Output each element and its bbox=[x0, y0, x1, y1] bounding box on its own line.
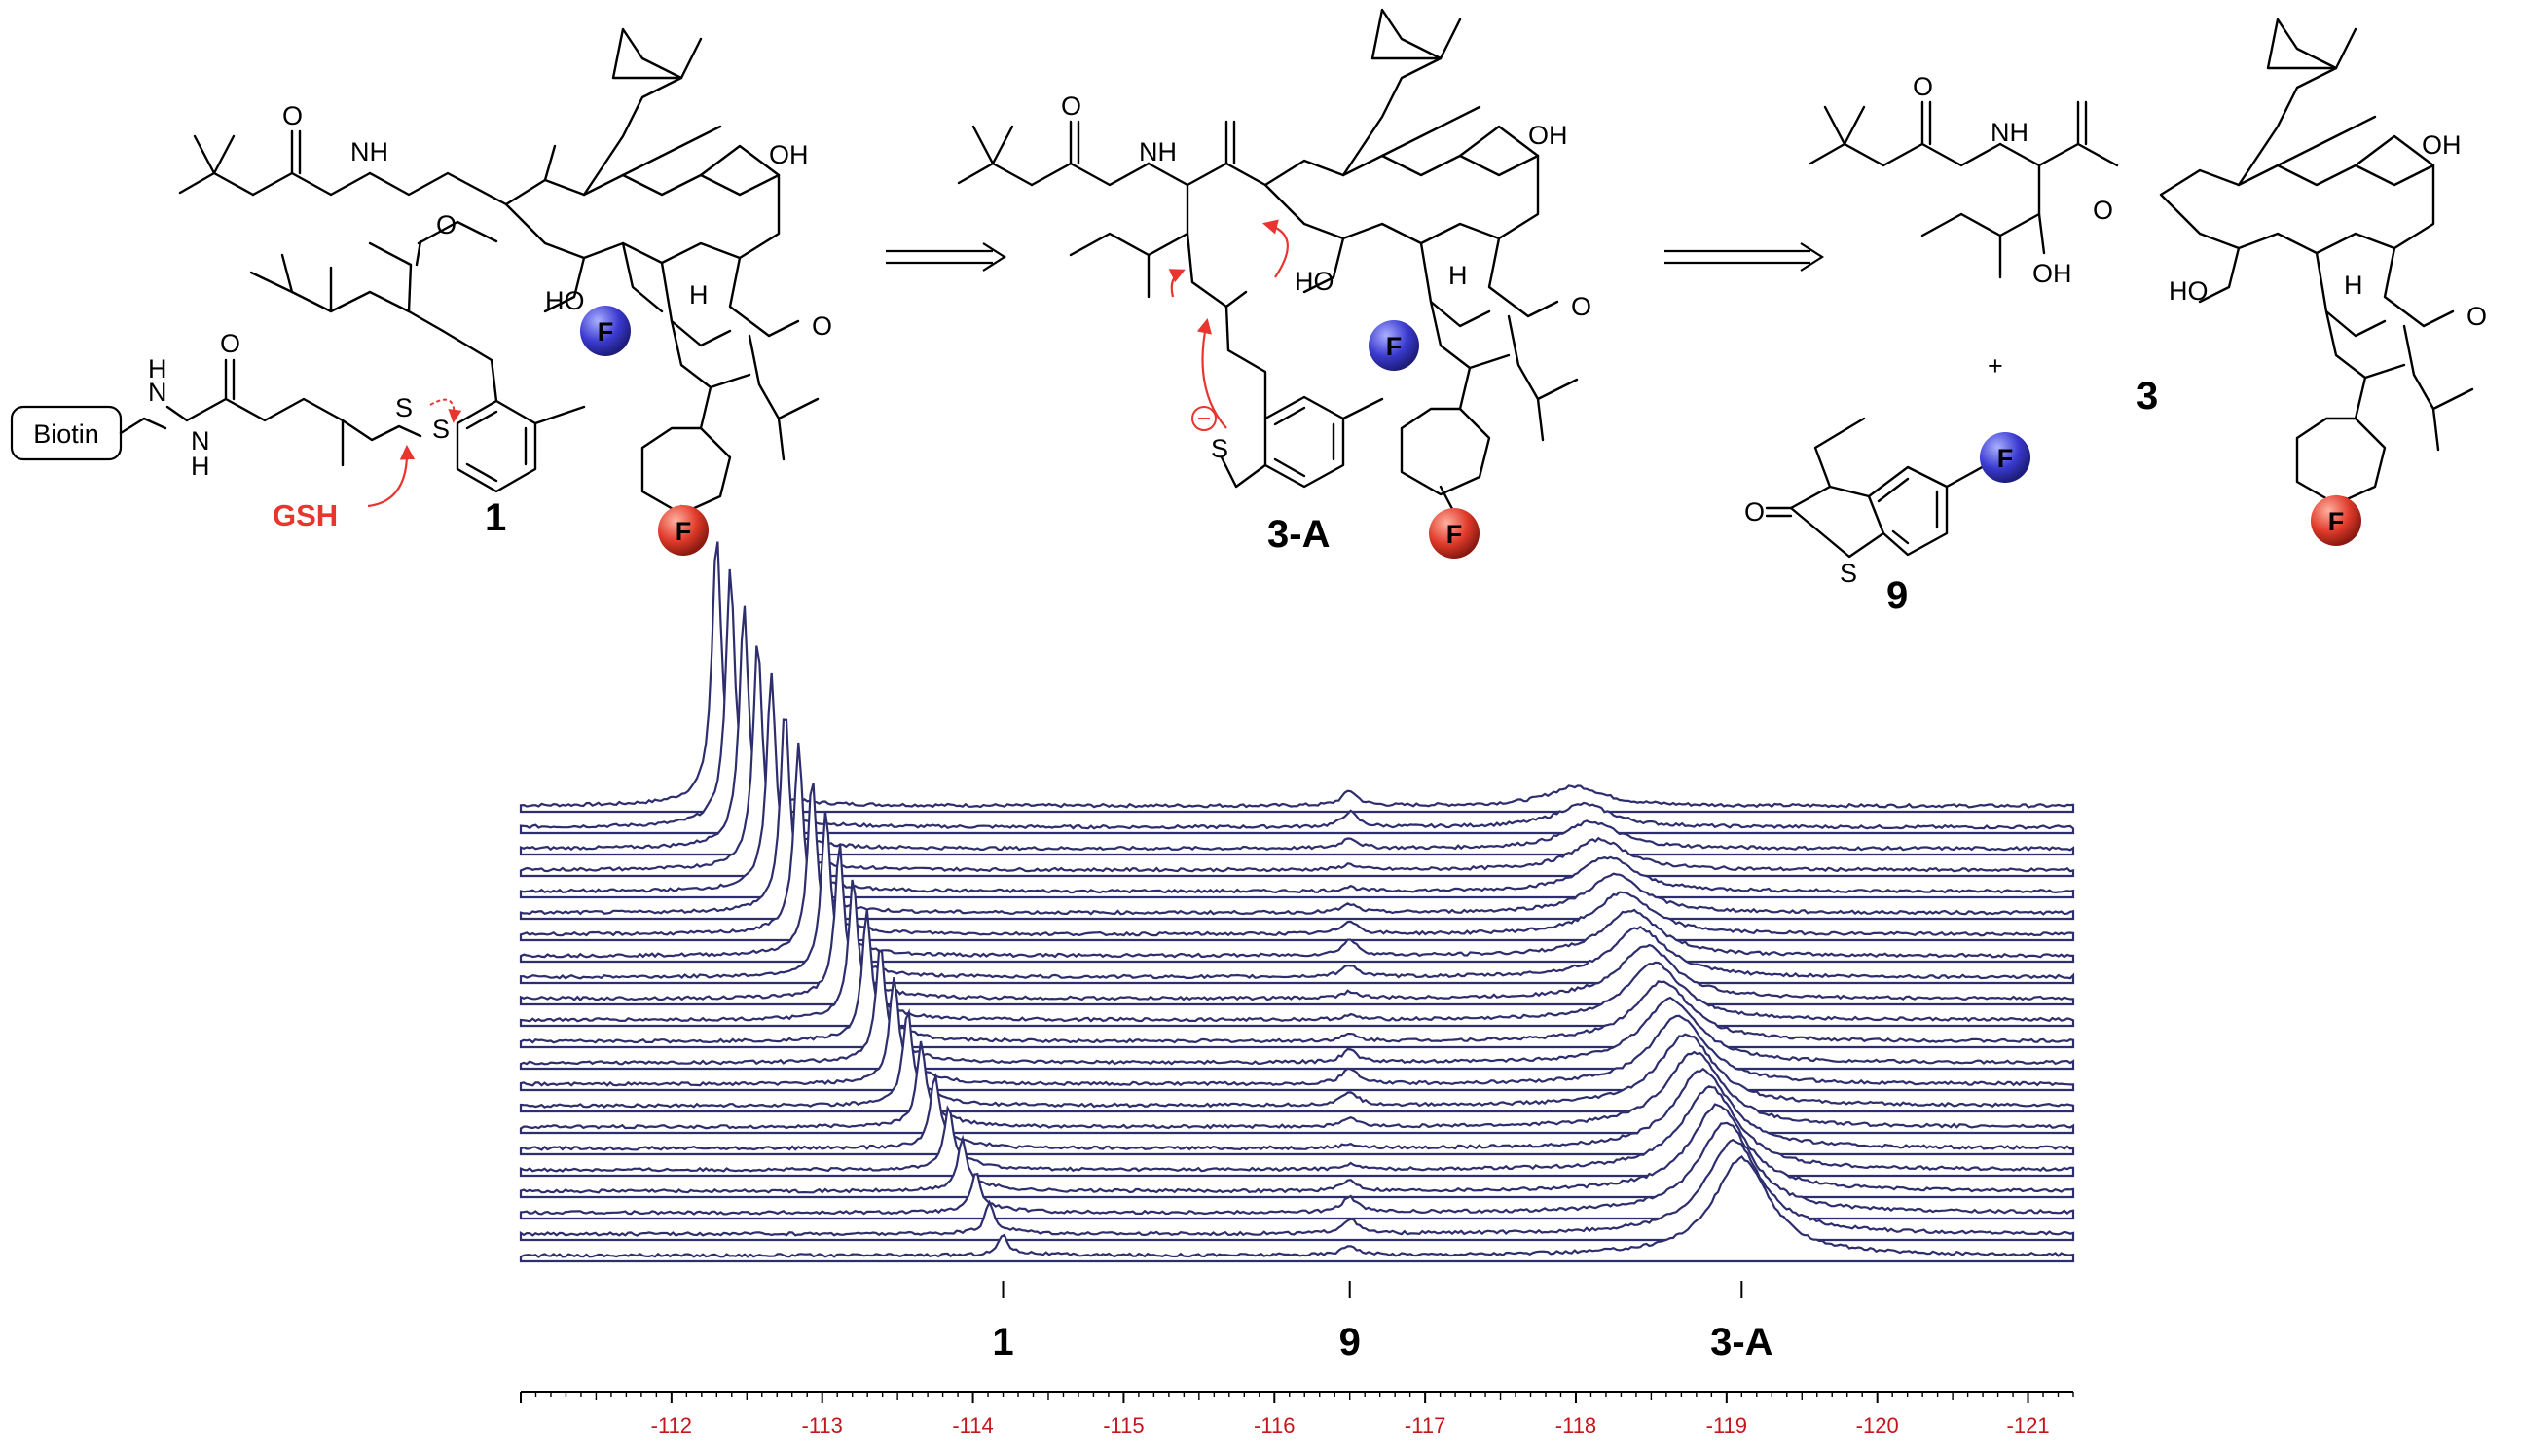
axis-tick-label: -113 bbox=[802, 1413, 843, 1438]
reaction-arrow-2 bbox=[1664, 242, 1825, 272]
fluorine-badge-red-3: F bbox=[2311, 495, 2361, 546]
axis-tick-label: -112 bbox=[651, 1413, 692, 1438]
axis-tick-label: -118 bbox=[1555, 1413, 1596, 1438]
biotin-label: Biotin bbox=[33, 419, 99, 449]
fluorine-label: F bbox=[2328, 507, 2345, 536]
peak-label-1: 1 bbox=[992, 1321, 1013, 1364]
boc-o-3A: O bbox=[1061, 91, 1081, 121]
spectrum-trace bbox=[519, 645, 2075, 878]
spectrum-traces bbox=[519, 541, 2075, 1263]
thiolate-s-3A: S bbox=[1211, 434, 1228, 463]
h-1: H bbox=[689, 280, 709, 309]
ester-o-3: O bbox=[2093, 196, 2113, 225]
boc-o-3: O bbox=[1913, 72, 1933, 101]
compound-3A-structure: NH O S OH HO H O bbox=[957, 8, 1591, 526]
hydrazide-n2: N bbox=[191, 426, 210, 455]
peak-markers: 1 9 3-A bbox=[992, 1281, 1773, 1364]
fluorine-badge-blue-1: F bbox=[580, 306, 631, 356]
spectrum-trace bbox=[519, 1138, 2075, 1242]
fluorine-label: F bbox=[1997, 444, 2014, 473]
fluorine-badge-blue-3A: F bbox=[1369, 320, 1419, 371]
peak-label-9: 9 bbox=[1339, 1321, 1361, 1364]
axis-tick-label: -116 bbox=[1254, 1413, 1295, 1438]
peak-label-3-A: 3-A bbox=[1710, 1321, 1772, 1364]
ester-o-1: O bbox=[436, 210, 457, 239]
gsh-label: GSH bbox=[273, 498, 338, 532]
hydrazide-n1: N bbox=[148, 378, 167, 407]
axis-tick-label: -121 bbox=[2007, 1413, 2050, 1438]
compound-label-3A: 3-A bbox=[1267, 513, 1330, 556]
compound-label-1: 1 bbox=[485, 496, 506, 539]
axis-tick-label: -114 bbox=[952, 1413, 993, 1438]
fluorine-badge-blue-9: F bbox=[1980, 432, 2030, 483]
fluorine-badge-red-1: F bbox=[658, 505, 709, 556]
spectrum-trace bbox=[519, 1121, 2075, 1220]
h-3: H bbox=[2344, 271, 2363, 300]
spectrum-trace bbox=[519, 811, 2075, 985]
oh-side-3: OH bbox=[2032, 259, 2072, 288]
oh-top-1: OH bbox=[769, 140, 809, 169]
boc-nh-3A: NH bbox=[1139, 137, 1177, 166]
fluorine-label: F bbox=[1446, 520, 1463, 549]
axis-tick-label: -115 bbox=[1103, 1413, 1144, 1438]
spectrum-trace bbox=[519, 783, 2075, 964]
fluorine-badge-red-3A: F bbox=[1429, 508, 1480, 559]
compound-9-structure: O S bbox=[1744, 417, 1988, 588]
oh-top-3A: OH bbox=[1528, 121, 1568, 150]
boc-nh-1: NH bbox=[350, 137, 388, 166]
spectrum-trace bbox=[519, 718, 2075, 921]
spectrum-trace bbox=[519, 948, 2075, 1071]
carbonyl-o-linker: O bbox=[220, 329, 240, 358]
oh-top-3: OH bbox=[2422, 130, 2462, 160]
o-oxetane-3A: O bbox=[1571, 292, 1591, 321]
plus-sign: + bbox=[1988, 351, 2003, 381]
fluorine-label: F bbox=[1386, 332, 1403, 361]
disulfide-s2: S bbox=[432, 415, 450, 444]
o-oxetane-1: O bbox=[812, 311, 832, 341]
spectrum-trace bbox=[519, 976, 2075, 1092]
spectrum-trace bbox=[519, 844, 2075, 1006]
reaction-arrow-1 bbox=[886, 242, 1007, 272]
fluorine-label: F bbox=[676, 517, 692, 546]
spectrum-trace bbox=[519, 879, 2075, 1028]
boc-o-1: O bbox=[282, 101, 303, 130]
o-oxetane-3: O bbox=[2466, 302, 2487, 331]
spectrum-trace bbox=[519, 1154, 2075, 1263]
compound-1-structure: N H N H O S S GSH NH O bbox=[119, 27, 832, 545]
axis-tick-label: -119 bbox=[1706, 1413, 1747, 1438]
ppm-axis: -112 -113 -114 -115 -116 -117 -118 -119 -120 -121 bbox=[520, 1391, 2074, 1438]
compound-label-3: 3 bbox=[2137, 375, 2158, 418]
reaction-scheme: Biotin N H N H O S S GSH bbox=[10, 8, 2487, 617]
compound-3-structure: NH O OH O OH HO H O bbox=[1809, 18, 2487, 506]
compound-label-9: 9 bbox=[1886, 574, 1908, 617]
ho-1: HO bbox=[545, 286, 585, 315]
axis-tick-label: -117 bbox=[1405, 1413, 1445, 1438]
disulfide-s1: S bbox=[395, 393, 413, 422]
h-3A: H bbox=[1448, 261, 1468, 290]
thiolactone-o-9: O bbox=[1744, 497, 1765, 527]
hydrazide-h1: H bbox=[148, 354, 167, 383]
thiolactone-s-9: S bbox=[1840, 559, 1857, 588]
biotin-tag: Biotin bbox=[10, 405, 123, 461]
fluorine-label: F bbox=[598, 317, 614, 346]
hydrazide-h2: H bbox=[191, 452, 210, 481]
spectrum-trace bbox=[519, 742, 2075, 942]
spectrum-trace bbox=[519, 1103, 2075, 1199]
ho-3A: HO bbox=[1295, 267, 1334, 296]
axis-tick-label: -120 bbox=[1856, 1413, 1899, 1438]
ho-3: HO bbox=[2169, 276, 2209, 306]
boc-nh-3: NH bbox=[1991, 118, 2028, 147]
